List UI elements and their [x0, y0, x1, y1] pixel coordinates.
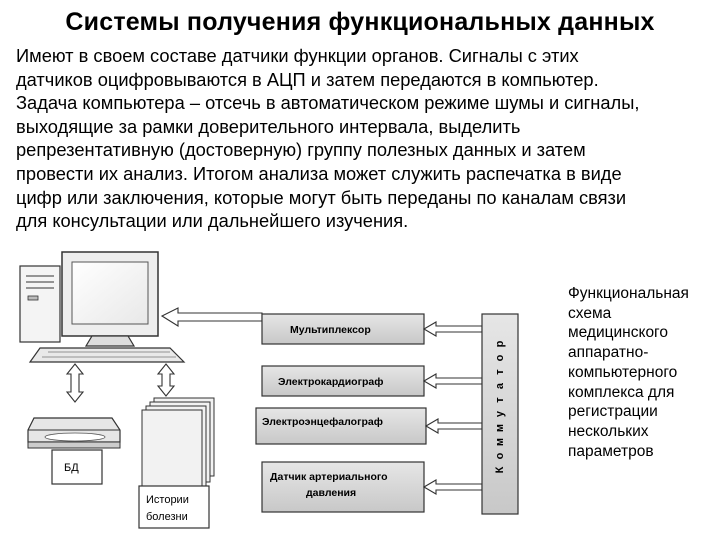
arrow-icon	[422, 479, 483, 495]
caption-line: схема	[568, 304, 612, 322]
db-label: БД	[64, 462, 79, 474]
commutator-letter: р	[494, 340, 506, 347]
paragraph-line: Имеют в своем составе датчики функции ор…	[16, 45, 579, 66]
commutator-letter: т	[494, 397, 506, 403]
figure-caption: Функциональная схема медицинского аппара…	[568, 284, 718, 461]
caption-line: аппаратно-	[568, 344, 649, 362]
commutator-letter: т	[494, 369, 506, 375]
caption-line: медицинского	[568, 324, 668, 342]
records-label: болезни	[146, 511, 188, 523]
commutator-letter: м	[494, 424, 506, 432]
paragraph-line: цифр или заключения, которые могут быть …	[16, 186, 627, 208]
arrow-icon	[160, 307, 263, 327]
caption-line: нескольких	[568, 422, 649, 440]
records-label: Истории	[146, 494, 189, 506]
paragraph-line: репрезентативную (достоверную) группу по…	[16, 139, 586, 161]
arrow-icon	[422, 321, 483, 337]
caption-line: регистрации	[568, 403, 658, 421]
paragraph-line: для консультации или дальнейшего изучени…	[16, 210, 409, 232]
multiplexer-label: Мультиплексор	[290, 324, 371, 336]
database-drive-icon	[27, 417, 121, 449]
commutator-box	[481, 313, 519, 515]
computer-tower-icon	[19, 265, 61, 343]
caption-line: комплекса для	[568, 383, 675, 401]
paragraph-line: провести их анализ. Итогом анализа может…	[16, 162, 622, 184]
commutator-letter: о	[494, 354, 506, 361]
eeg-box	[255, 407, 427, 445]
multiplexer-box	[261, 313, 425, 345]
blood-pressure-box	[261, 461, 425, 513]
caption-line: Функциональная	[568, 285, 689, 302]
commutator-letter: м	[494, 438, 506, 446]
caption-line: параметров	[568, 442, 654, 460]
commutator-letter: а	[494, 382, 506, 389]
monitor-icon	[61, 251, 159, 347]
blood-pressure-label: давления	[306, 487, 356, 499]
arrow-icon	[424, 418, 483, 434]
commutator-letter: К	[494, 466, 506, 473]
caption-line: компьютерного	[568, 363, 678, 381]
keyboard-icon	[28, 347, 186, 363]
page-title: Системы получения функциональных данных	[65, 8, 655, 36]
paragraph-line: датчиков оцифровываются в АЦП и затем пе…	[16, 68, 599, 90]
documents-stack-icon	[141, 397, 215, 495]
description-paragraph: Имеют в своем составе датчики функции ор…	[16, 44, 710, 233]
paragraph-line: Задача компьютера – отсечь в автоматичес…	[16, 92, 640, 114]
arrow-icon	[422, 373, 483, 389]
paragraph-line: выходящие за рамки доверительного интерв…	[16, 115, 521, 137]
double-arrow-icon	[156, 363, 176, 397]
eeg-label: Электроэнцефалограф	[262, 416, 383, 428]
commutator-letter: у	[494, 410, 506, 417]
ecg-label: Электрокардиограф	[278, 376, 383, 388]
double-arrow-icon	[65, 363, 85, 403]
blood-pressure-label: Датчик артериального	[270, 471, 388, 483]
commutator-letter: о	[494, 452, 506, 459]
